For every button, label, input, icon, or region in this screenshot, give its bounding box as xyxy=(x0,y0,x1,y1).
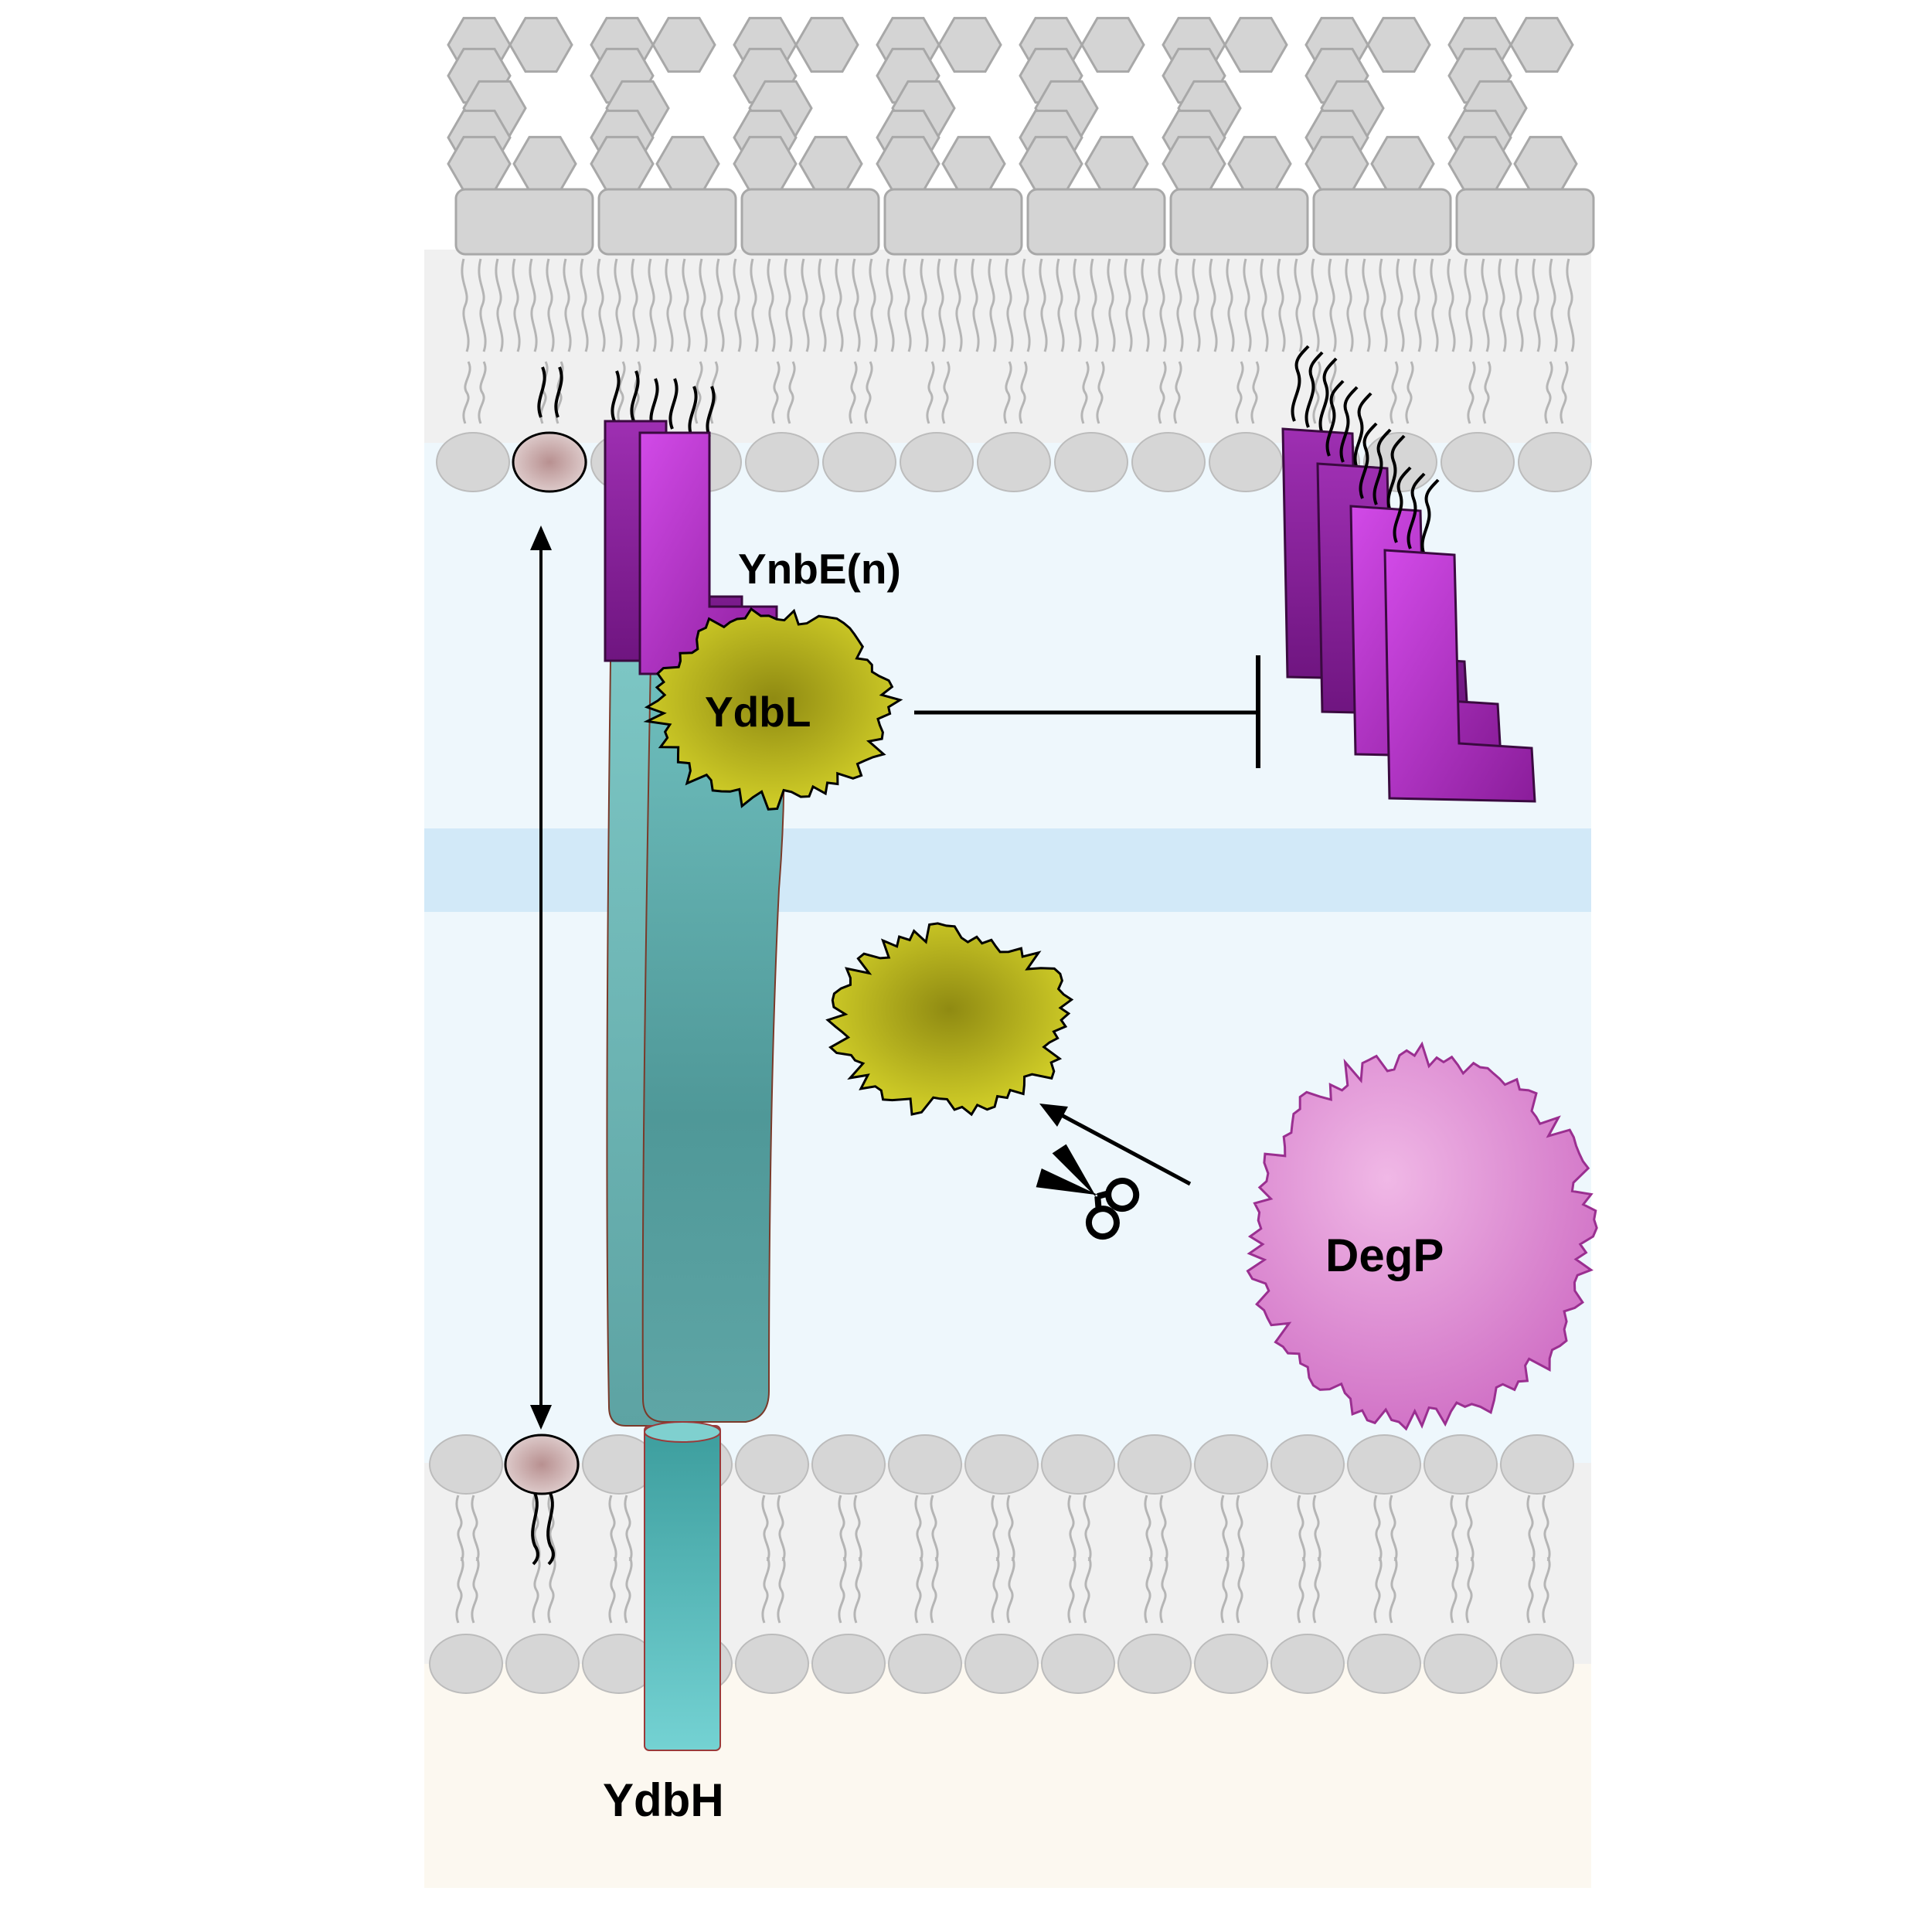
ynbe-oligomer-stack xyxy=(1281,345,1536,803)
label-ynbe: YnbE(n) xyxy=(738,545,901,593)
lps-unit xyxy=(1019,16,1166,256)
label-ydbl: YdbL xyxy=(705,688,811,736)
ydbh-transmembrane-helix xyxy=(644,1425,721,1751)
ynbe-stack-subunit xyxy=(1383,466,1536,803)
outer-lipid-anchor xyxy=(512,366,587,493)
double-headed-arrow-icon xyxy=(530,525,552,1430)
label-degp: DegP xyxy=(1325,1229,1444,1281)
lps-unit xyxy=(1162,16,1309,256)
periplasm-band xyxy=(424,828,1591,912)
lps-layer xyxy=(447,16,1595,256)
lipid-head-outer xyxy=(512,431,587,493)
ydbl-free xyxy=(825,922,1074,1117)
ydbl-bound xyxy=(643,607,903,811)
ydbh-front-rod xyxy=(641,660,785,1423)
outer-membrane-outer-leaflet-tails xyxy=(461,258,1575,352)
lps-unit xyxy=(590,16,737,256)
scissors-icon xyxy=(1036,1144,1140,1240)
ydbh-protein xyxy=(606,655,785,1751)
inhibition-bar-icon xyxy=(914,655,1260,768)
lps-unit xyxy=(1447,16,1595,256)
ynbe-front-subunit xyxy=(638,431,778,675)
lps-unit xyxy=(447,16,594,256)
inner-lipid-anchor xyxy=(504,1434,580,1566)
ynbe-anchored xyxy=(604,370,778,675)
ydbh-helix-top xyxy=(644,1421,721,1443)
cleavage-arrow xyxy=(1039,1104,1192,1186)
lipid-head-inner xyxy=(504,1434,580,1495)
cytoplasm-region xyxy=(424,1664,1591,1888)
degp-protein xyxy=(1246,1041,1598,1431)
label-ydbh: YdbH xyxy=(603,1774,724,1826)
lps-unit xyxy=(733,16,880,256)
lps-unit xyxy=(1304,16,1452,256)
lps-unit xyxy=(876,16,1023,256)
